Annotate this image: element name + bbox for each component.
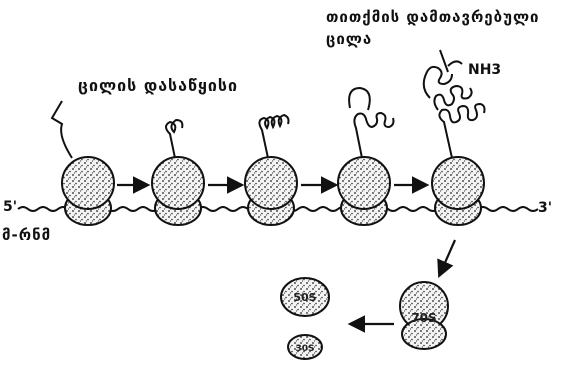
label-chain-start: ცილის დასაწყისი [78, 76, 238, 95]
label-50s: 50S [293, 291, 316, 304]
ribosome-2 [152, 157, 204, 225]
ribosome-5 [432, 157, 484, 225]
label-nearly-complete: თითქმის დამთავრებული [326, 8, 540, 26]
ribosome-3 [245, 157, 297, 225]
nascent-chain-2 [166, 120, 182, 158]
ribosome-4 [338, 157, 390, 225]
label-three-prime: 3' [538, 200, 552, 216]
label-70s: 70S [411, 311, 436, 325]
subunit-50s: 50S [281, 278, 329, 316]
subunit-30s: 30S [288, 335, 322, 359]
label-five-prime: 5' [3, 199, 17, 215]
nascent-chain-3 [259, 115, 288, 158]
label-mrna: მ-რნმ [2, 226, 51, 244]
ribosome-1 [62, 157, 114, 225]
label-nh3: NH3 [468, 62, 501, 78]
arrow-release [440, 240, 455, 274]
chain-start-pointer [52, 101, 72, 158]
nascent-chain-4 [349, 88, 393, 158]
label-30s: 30S [295, 344, 314, 354]
ribosome-70s: 70S [400, 282, 448, 349]
label-protein: ცილა [326, 30, 372, 48]
